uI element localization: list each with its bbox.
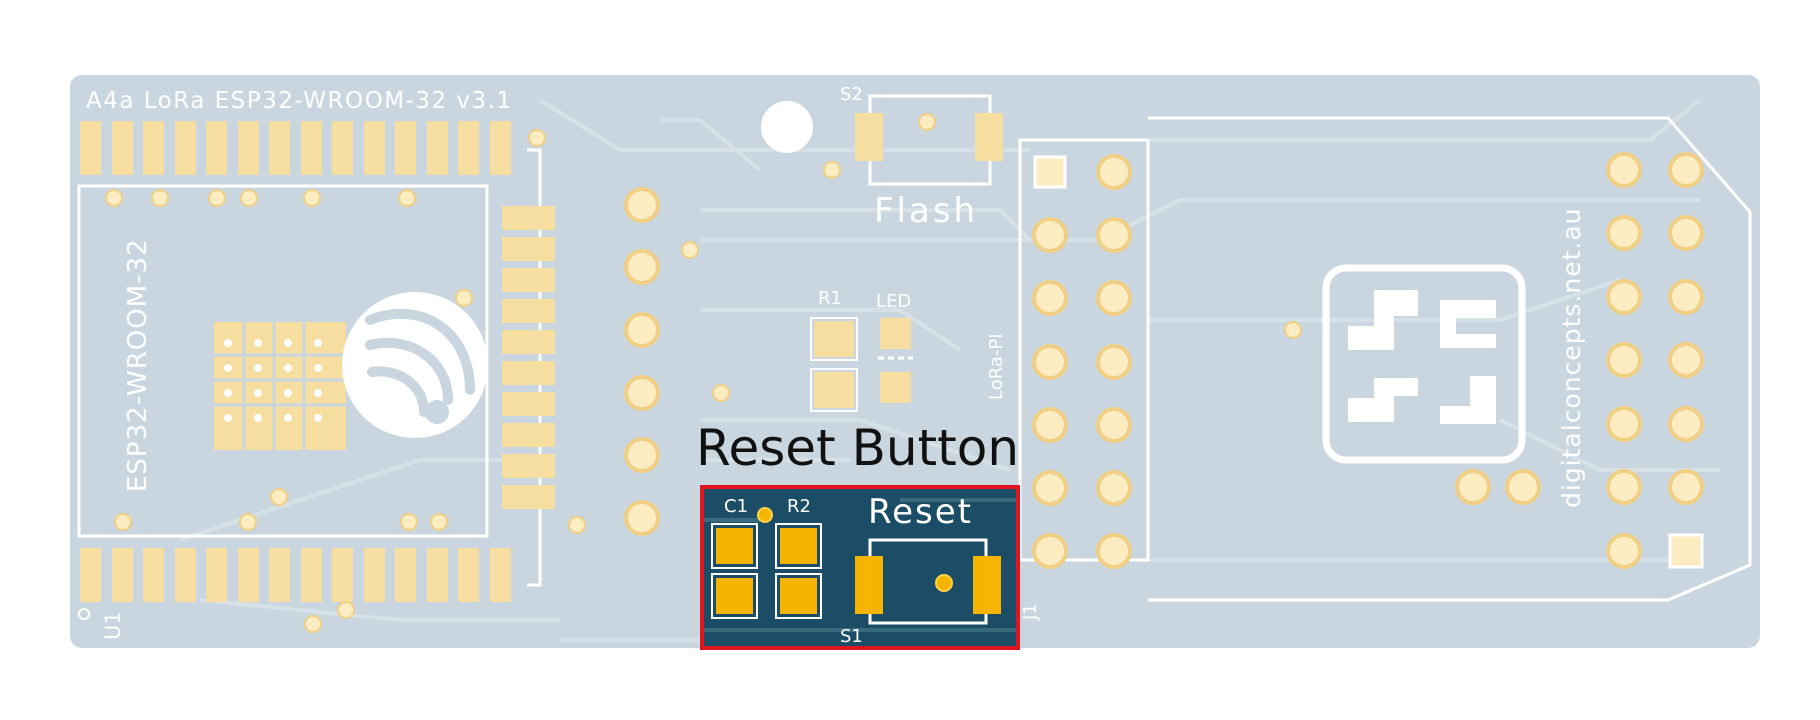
pcb-board [70,75,1760,648]
highlight-border [700,485,1020,650]
u1-vias [105,129,546,633]
mounting-hole [761,101,813,153]
c1-label: C1 [724,496,748,517]
flash-label: Flash [874,191,978,231]
u1-bottom-pads [80,548,511,602]
website-label: digitalconcepts.net.au [1557,208,1586,509]
reset-highlight-region: C1 R2 Reset S1 [700,485,1020,650]
misc-vias [568,113,1302,534]
through-hole-pads [624,187,660,536]
module-label: ESP32-WROOM-32 [123,238,153,492]
header-j1: LoRa-PI J1 [986,138,1150,621]
board-title: A4a LoRa ESP32-WROOM-32 v3.1 [86,88,513,114]
s1-label: S1 [840,626,863,647]
lora-module-outline [1148,116,1752,602]
u1-top-pads [80,121,511,175]
reset-label: Reset [868,492,973,532]
lora-module-pads [1455,152,1704,569]
u1-label: U1 [101,611,125,640]
lora-pin1-pad [1668,533,1704,569]
u1-side-pads [502,206,555,509]
r2-label: R2 [787,496,811,517]
lora-pi-label: LoRa-PI [986,333,1007,400]
esp32-thermal-pad [214,322,346,450]
s2-label: S2 [840,84,863,105]
flash-button-s2: S2 Flash [840,84,1003,231]
r1-label: R1 [818,288,842,309]
j1-label: J1 [1020,603,1041,621]
pin1-marker [78,608,90,620]
reset-button-callout: Reset Button [696,419,1019,477]
led-label: LED [876,291,911,312]
digital-concepts-logo-icon [1322,264,1526,464]
espressif-logo-icon [342,292,488,438]
r1-led-group: R1 LED [810,288,913,412]
